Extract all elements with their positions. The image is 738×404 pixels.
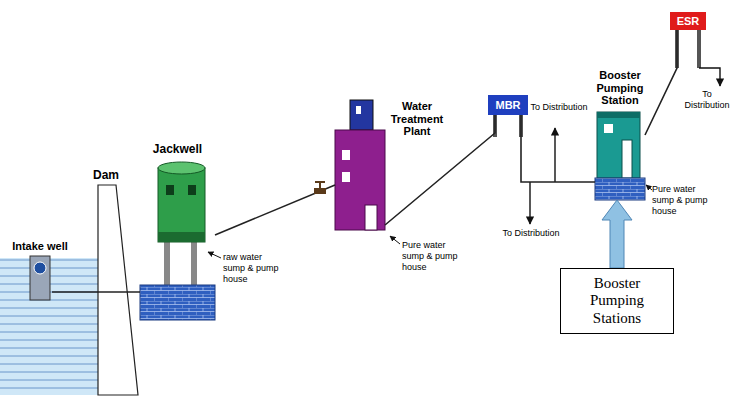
pointer-arrow: [602, 200, 632, 268]
jackwell: Jackwell: [140, 160, 215, 320]
node-heading: Water Treatment Plant: [388, 100, 446, 138]
node-text: Booster Pumping Stations: [573, 275, 661, 327]
pipeline: [385, 115, 495, 225]
pure-water-sump: [595, 178, 645, 200]
window: [166, 185, 174, 195]
raw-water-sump: [140, 285, 215, 320]
dam-label: Dam: [86, 168, 126, 182]
callout-box: Booster Pumping Stations: [560, 268, 674, 334]
distribution-arrow: [554, 128, 555, 182]
window: [604, 124, 613, 133]
intake-tower: [30, 256, 50, 300]
treatment-plant: Water Treatment Plant: [335, 100, 385, 230]
booster-building: [597, 112, 640, 178]
leader-arrow: [390, 236, 400, 244]
sump-label: Pure water sump & pump house: [402, 240, 464, 272]
window: [188, 185, 196, 195]
distribution-label: To Distribution: [680, 89, 734, 111]
leader-arrow: [646, 185, 652, 190]
valve-wheel: [315, 181, 325, 183]
intake-opening: [34, 262, 46, 274]
treatment-tower: [350, 100, 373, 130]
sump-label: raw water sump & pump house: [223, 252, 285, 284]
node-heading: Jackwell: [139, 143, 217, 157]
intake-well: Intake well: [28, 256, 52, 300]
sump-label: Pure water sump & pump house: [652, 184, 716, 216]
distribution-arrow: [529, 182, 530, 224]
dam-wall: [98, 185, 138, 395]
distribution-label: To Distribution: [502, 228, 560, 239]
distribution-label: To Distribution: [530, 102, 588, 113]
pipeline: [52, 291, 140, 293]
jackwell-leg: [191, 240, 197, 285]
window: [356, 106, 361, 114]
esr-tank: ESR: [670, 12, 706, 30]
esr-leg: [697, 30, 701, 68]
jackwell-leg: [164, 240, 170, 285]
node-heading: Booster Pumping Station: [592, 69, 648, 107]
jackwell-base: [158, 232, 205, 242]
door: [365, 205, 377, 230]
window: [342, 150, 350, 160]
door: [622, 140, 632, 178]
leader-arrow: [208, 252, 221, 258]
pipeline: [521, 115, 595, 182]
node-heading: Intake well: [5, 240, 75, 253]
jackwell-building: [158, 168, 205, 242]
booster-parapet: [597, 112, 640, 118]
node-text: ESR: [677, 15, 700, 28]
window: [342, 172, 350, 182]
distribution-arrow: [699, 68, 720, 86]
booster-station: Booster Pumping Station: [595, 110, 645, 200]
mbr-tank: MBR: [488, 95, 528, 115]
node-text: MBR: [495, 99, 520, 112]
valve-body: [314, 188, 326, 194]
treatment-building: [335, 130, 385, 230]
pipeline: [215, 185, 335, 235]
jackwell-dome: [158, 162, 205, 174]
pipeline: [645, 30, 677, 135]
